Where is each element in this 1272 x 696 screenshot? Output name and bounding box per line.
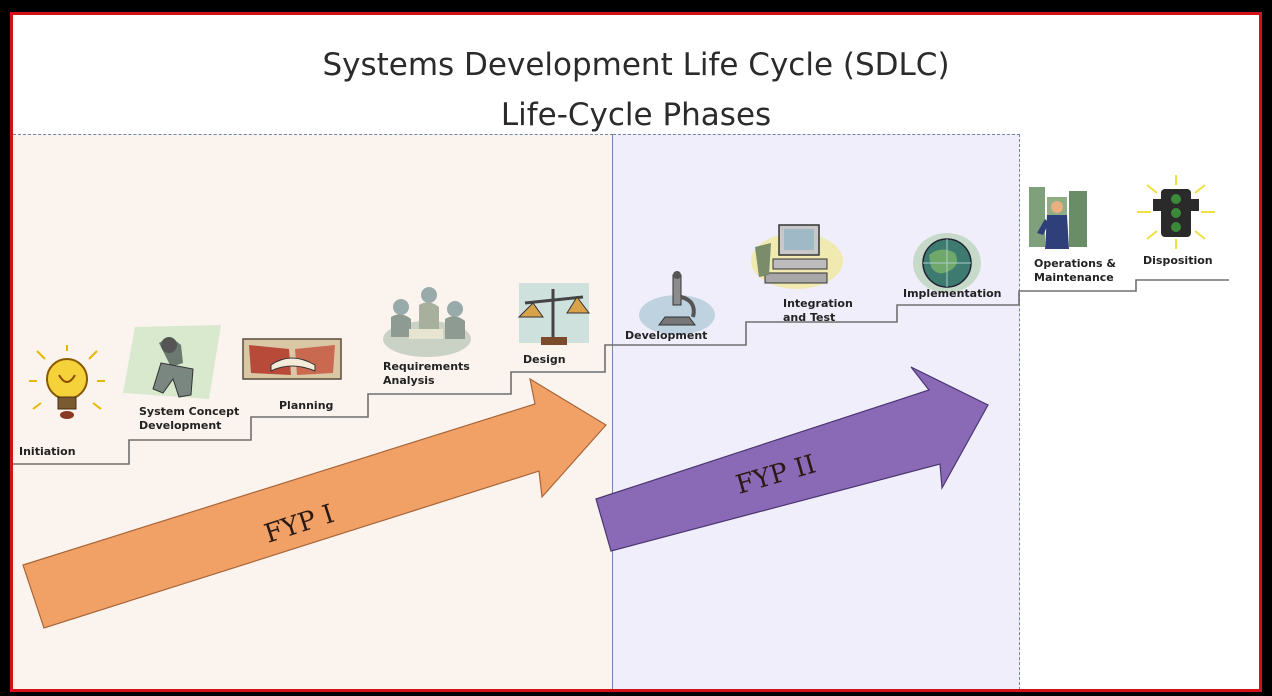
phase-label-system-concept-development: System Concept Development [139,405,240,432]
team-icon [383,287,471,357]
microscope-icon [639,271,715,335]
phase-label-disposition: Disposition [1143,254,1213,267]
book-icon [242,338,342,380]
phase-label-requirements-analysis: Requirements Analysis [383,360,470,387]
phase-label-initiation: Initiation [19,445,76,458]
phase-label-planning: Planning [279,399,334,412]
thinker-icon [123,325,221,399]
phase-label-development: Development [625,329,708,342]
stair-line [13,279,1229,465]
businessman-icon [1029,187,1087,249]
diagram-canvas: Systems Development Life Cycle (SDLC) Li… [10,12,1262,692]
phase-label-integration-and-test: Integration and Test [783,297,853,324]
computer-icon [751,224,843,289]
arrow-fyp1: FYP I [22,377,607,629]
phase-label-operations-maintenance: Operations & Maintenance [1034,257,1116,284]
phase-label-design: Design [523,353,566,366]
diagram-title: Systems Development Life Cycle (SDLC) [322,47,950,83]
scales-icon [517,283,590,345]
globe-icon [913,233,981,293]
arrow-fyp2: FYP II [595,366,989,552]
phase-label-implementation: Implementation [903,287,1002,300]
diagram-subtitle: Life-Cycle Phases [500,97,772,133]
lightbulb-icon [29,345,105,419]
traffic-light-icon [1137,175,1215,249]
